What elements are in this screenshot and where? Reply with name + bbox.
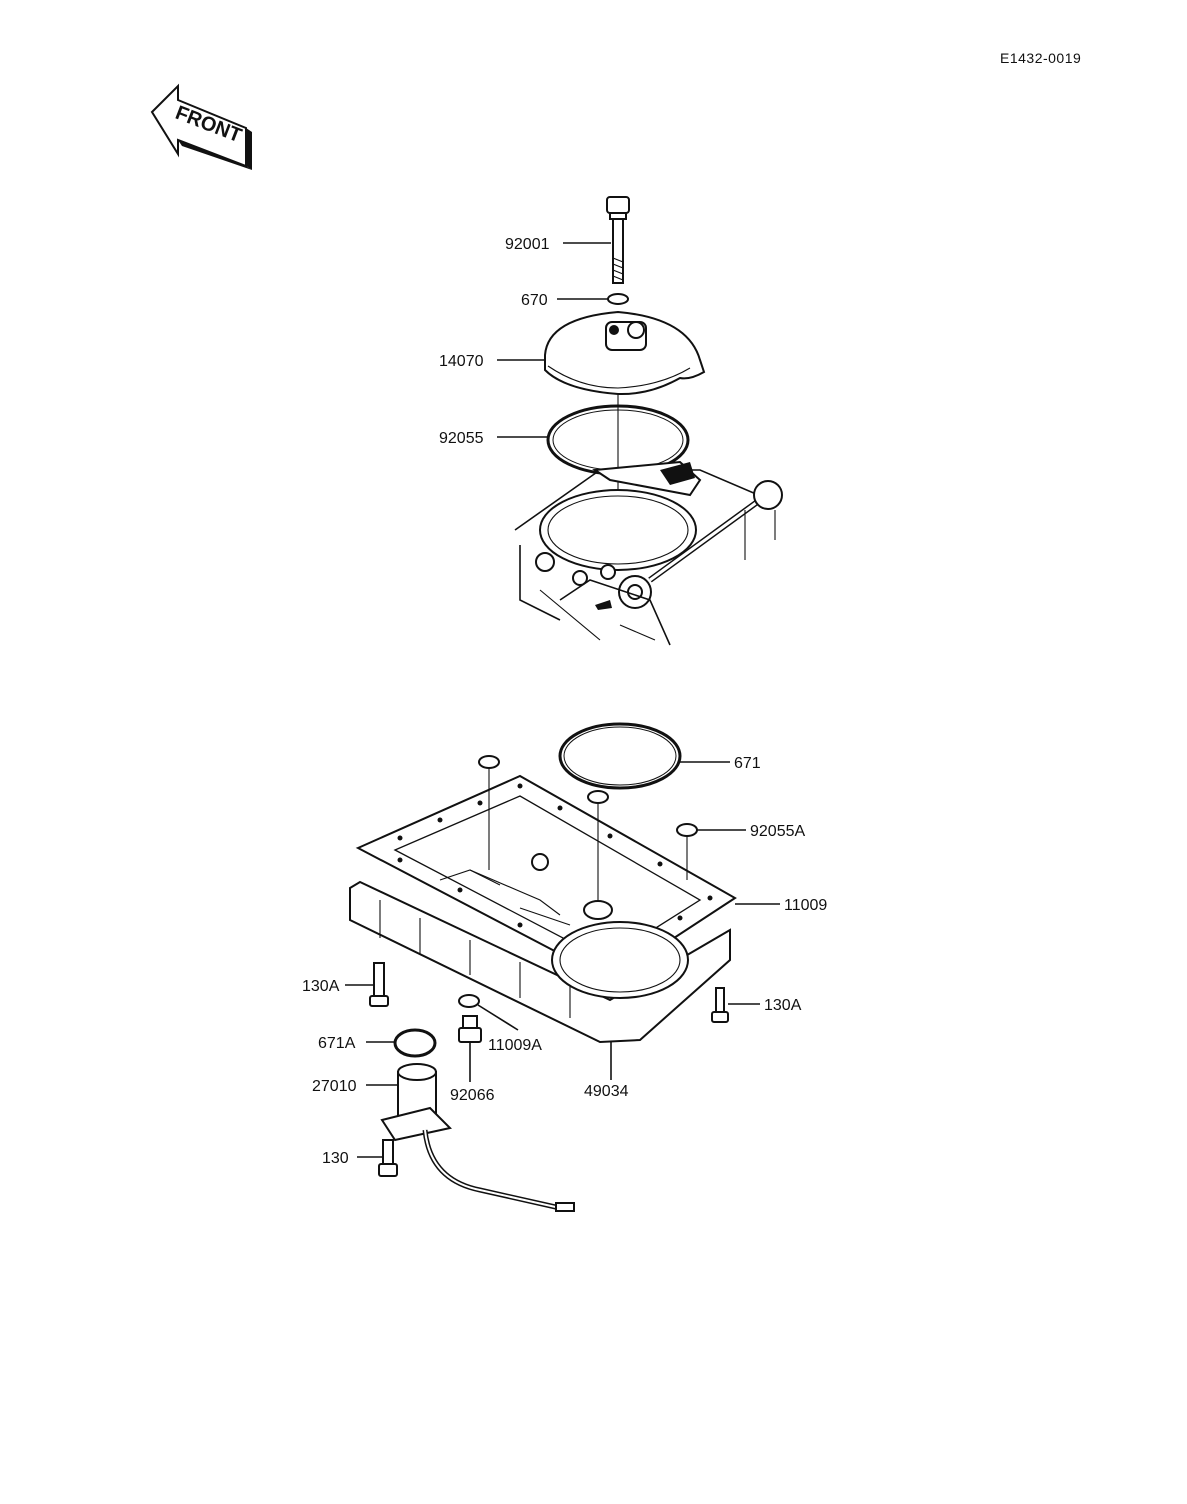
callout-130a-right: 130A	[764, 997, 802, 1014]
callout-27010: 27010	[312, 1078, 357, 1095]
callout-671a: 671A	[318, 1035, 356, 1052]
switch-27010-icon	[380, 1063, 575, 1212]
bolt-130-icon	[378, 1139, 398, 1177]
bolt-92001-icon	[606, 196, 630, 284]
callout-11009: 11009	[784, 897, 827, 914]
washer-11009a-icon	[458, 994, 480, 1008]
callout-670: 670	[521, 292, 548, 309]
reference-code: E1432-0019	[1000, 50, 1081, 66]
bolt-130a-right-icon	[711, 987, 729, 1023]
cover-14070-icon	[544, 310, 706, 396]
o-ring-671a-icon	[393, 1028, 437, 1058]
oil-pan-49034-icon	[349, 853, 731, 1044]
callout-92001: 92001	[505, 236, 550, 253]
callout-49034: 49034	[584, 1083, 629, 1100]
callout-92055: 92055	[439, 430, 484, 447]
callout-92055a: 92055A	[750, 823, 805, 840]
plug-92066-icon	[458, 1015, 482, 1043]
callout-130: 130	[322, 1150, 349, 1167]
front-arrow-icon: FRONT	[150, 83, 252, 170]
upper-assembly: 92001 670 14070 92055	[439, 196, 783, 646]
engine-block-fragment	[514, 460, 783, 646]
seal-center-icon	[587, 790, 609, 804]
callout-14070: 14070	[439, 353, 484, 370]
seal-92055a-icon	[676, 823, 698, 837]
lower-assembly: 671 92055A 11009 130A 130A 671A 11009A 9…	[302, 722, 827, 1212]
callout-11009a: 11009A	[488, 1037, 542, 1054]
callout-92066: 92066	[450, 1087, 495, 1104]
seal-left-icon	[478, 755, 500, 769]
o-ring-671-icon	[558, 722, 682, 790]
bolt-130a-left-icon	[369, 962, 389, 1007]
callout-671: 671	[734, 755, 761, 772]
washer-670-icon	[607, 293, 629, 305]
callout-130a-left: 130A	[302, 978, 340, 995]
